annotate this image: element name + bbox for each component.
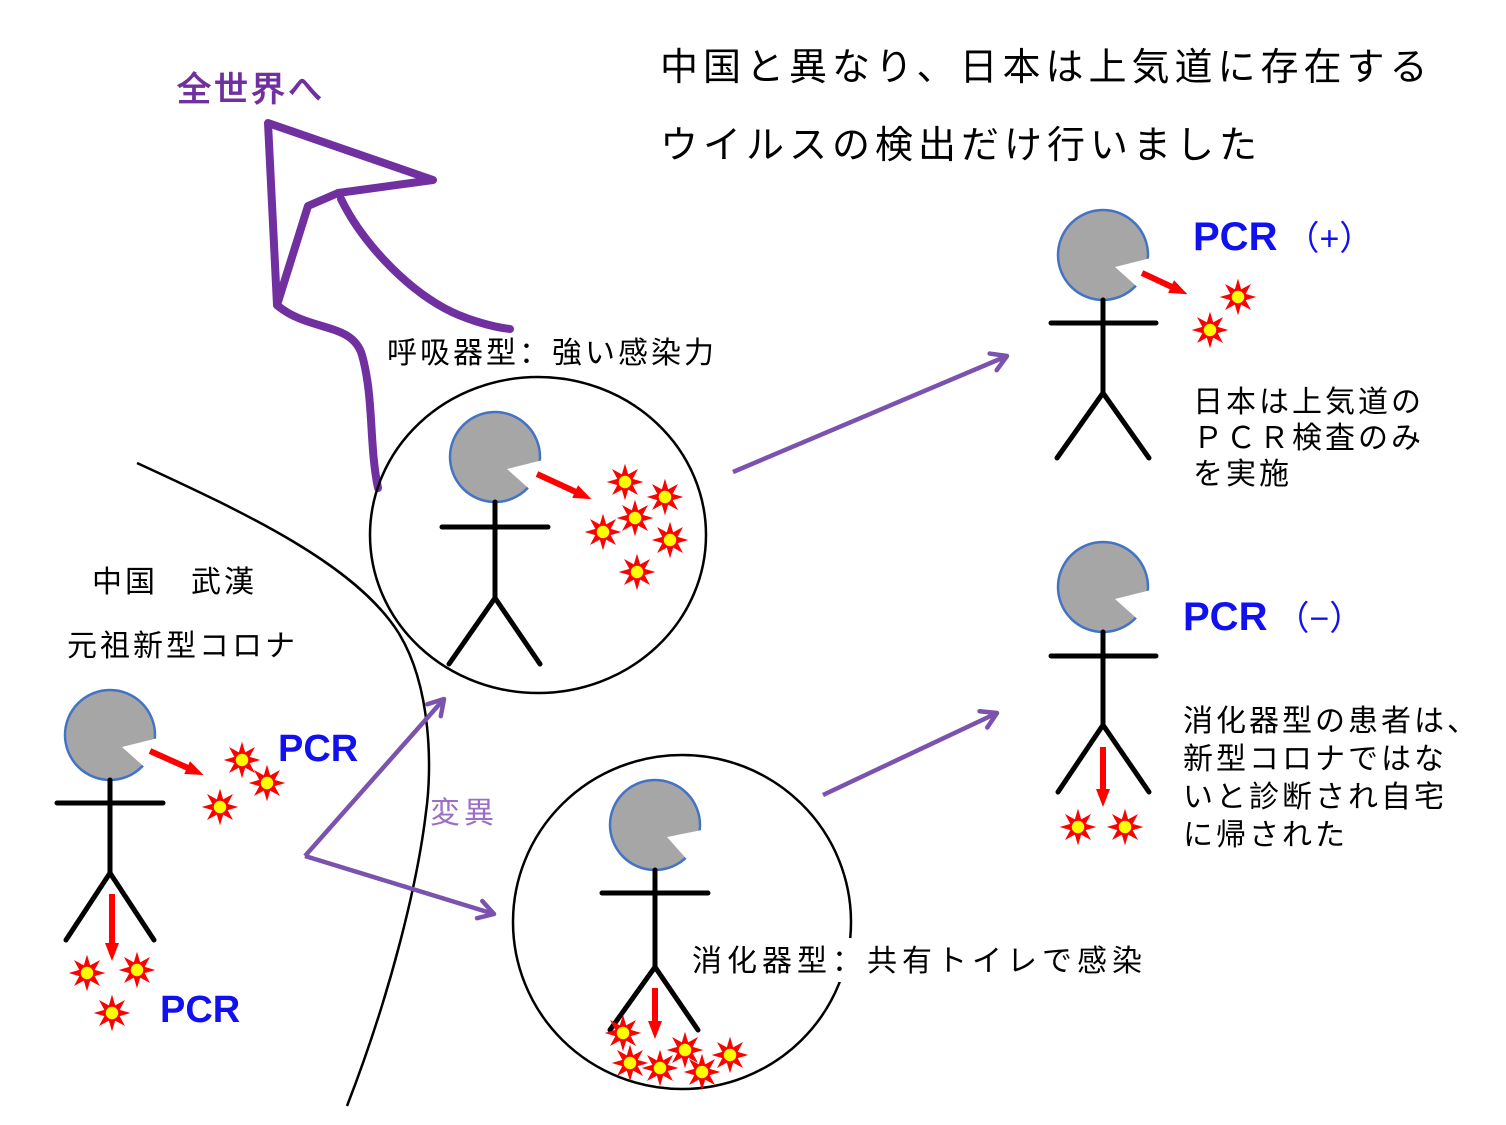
person-leg-right bbox=[652, 964, 701, 1033]
exhale-arrow-icon bbox=[148, 748, 204, 775]
virus-icon bbox=[683, 1053, 721, 1091]
pcr-positive-label: PCR（+） bbox=[1193, 215, 1373, 259]
digestive-type-label: 消化器型：共有トイレで感染 bbox=[692, 945, 1147, 978]
mutation-label: 変異 bbox=[430, 797, 498, 830]
person-head bbox=[1056, 540, 1150, 634]
pcr-negative-caption-line-3: いと診断され自宅 bbox=[1183, 781, 1447, 814]
person-leg-left bbox=[607, 964, 658, 1033]
virus-icon bbox=[604, 1014, 642, 1052]
mutation-arrow-icon bbox=[304, 853, 497, 921]
pcr-positive-label-pcr: PCR bbox=[1193, 215, 1278, 259]
mutation: 変異 bbox=[303, 696, 498, 921]
virus-icon bbox=[1219, 278, 1257, 316]
virus-icon bbox=[93, 994, 131, 1032]
person-mouth bbox=[507, 459, 547, 494]
person-leg-right bbox=[107, 870, 157, 943]
stick-person bbox=[1048, 629, 1159, 795]
respiratory-type: 呼吸器型：強い感染力 bbox=[368, 337, 717, 695]
virus-icon bbox=[223, 741, 261, 779]
title-line-1: 中国と異なり、日本は上気道に存在する bbox=[660, 47, 1432, 89]
virus-icon bbox=[584, 513, 622, 551]
world-arrow-icon bbox=[264, 119, 514, 492]
pcr-positive-patient: PCR（+） 日本は上気道の ＰＣＲ検査のみ を実施 bbox=[1048, 208, 1424, 491]
arrow-to-pcr-negative bbox=[822, 709, 1000, 798]
virus-icon bbox=[666, 1031, 704, 1069]
pcr-negative-label-pcr: PCR bbox=[1183, 595, 1268, 639]
pcr-positive-caption-line-1: 日本は上気道の bbox=[1193, 386, 1424, 419]
virus-icon bbox=[611, 1044, 649, 1082]
world-arrow-head bbox=[264, 119, 437, 309]
original-virus-label: 元祖新型コロナ bbox=[67, 630, 298, 663]
digestive-circle bbox=[511, 753, 853, 1091]
pcr-negative-patient: PCR（−） 消化器型の患者は、 新型コロナではな いと診断され自宅 に帰された bbox=[1048, 540, 1480, 852]
person-head bbox=[63, 688, 157, 782]
virus-icon bbox=[1106, 808, 1144, 846]
exhale-arrow-icon bbox=[535, 471, 592, 500]
stick-person bbox=[439, 499, 551, 667]
virus-icon bbox=[651, 521, 689, 559]
title-line-2: ウイルスの検出だけ行いました bbox=[660, 125, 1262, 167]
person-leg-left bbox=[63, 870, 113, 943]
person-head bbox=[448, 410, 542, 504]
arrow-to-pcr-positive bbox=[732, 351, 1010, 475]
person-head bbox=[1056, 208, 1150, 302]
person-leg-right bbox=[492, 595, 543, 667]
stick-person bbox=[1048, 297, 1159, 461]
virus-icon bbox=[616, 499, 654, 537]
virus-icon bbox=[646, 478, 684, 516]
virus-icon bbox=[201, 788, 239, 826]
virus-icon bbox=[118, 951, 156, 989]
virus-icon bbox=[1191, 311, 1229, 349]
virus-icon bbox=[711, 1036, 749, 1074]
world-spread: 全世界へ bbox=[176, 70, 514, 492]
person-leg-right bbox=[1100, 722, 1152, 795]
label-backdrop bbox=[688, 938, 1154, 982]
stick-person bbox=[599, 867, 711, 1033]
pcr-positive-caption-line-3: を実施 bbox=[1193, 458, 1292, 491]
world-spread-label: 全世界へ bbox=[176, 70, 325, 109]
exhale-arrow-icon bbox=[1140, 270, 1188, 295]
pcr-negative-label-result: （−） bbox=[1275, 600, 1363, 638]
person-mouth bbox=[667, 829, 707, 864]
person-mouth bbox=[1115, 589, 1155, 624]
virus-icon bbox=[68, 954, 106, 992]
world-arrow-tail-right bbox=[337, 195, 514, 333]
pcr-negative-label: PCR（−） bbox=[1183, 595, 1363, 639]
pcr-positive-caption-line-2: ＰＣＲ検査のみ bbox=[1193, 422, 1424, 455]
pcr-negative-caption-line-1: 消化器型の患者は、 bbox=[1183, 705, 1480, 738]
person-mouth bbox=[1115, 257, 1155, 292]
person-leg-left bbox=[446, 595, 498, 667]
china-region-label: 中国 武漢 bbox=[92, 566, 257, 599]
virus-icon bbox=[606, 463, 644, 501]
original-patient: PCR PCR bbox=[54, 688, 358, 1032]
world-arrow-tail-left bbox=[274, 302, 382, 492]
virus-icon bbox=[618, 553, 656, 591]
virus-icon bbox=[1059, 808, 1097, 846]
mutation-arrow-icon bbox=[303, 696, 447, 858]
virus-icon bbox=[248, 764, 286, 802]
respiratory-type-label: 呼吸器型：強い感染力 bbox=[387, 337, 717, 370]
person-leg-left bbox=[1055, 722, 1106, 795]
person-leg-right bbox=[1100, 390, 1152, 461]
stick-person bbox=[54, 777, 166, 943]
virus-icon bbox=[641, 1049, 679, 1087]
china-border-line bbox=[136, 461, 431, 1107]
digestive-type: 消化器型：共有トイレで感染 bbox=[511, 753, 1154, 1091]
pcr-negative-caption-line-2: 新型コロナではな bbox=[1183, 743, 1447, 776]
pcr-throat-label: PCR bbox=[278, 728, 358, 770]
pcr-positive-label-result: （+） bbox=[1285, 220, 1373, 258]
respiratory-circle bbox=[368, 375, 708, 695]
pcr-negative-caption-line-4: に帰された bbox=[1183, 819, 1348, 852]
person-leg-left bbox=[1054, 390, 1106, 461]
pcr-stool-label: PCR bbox=[160, 989, 240, 1031]
person-mouth bbox=[122, 737, 162, 772]
